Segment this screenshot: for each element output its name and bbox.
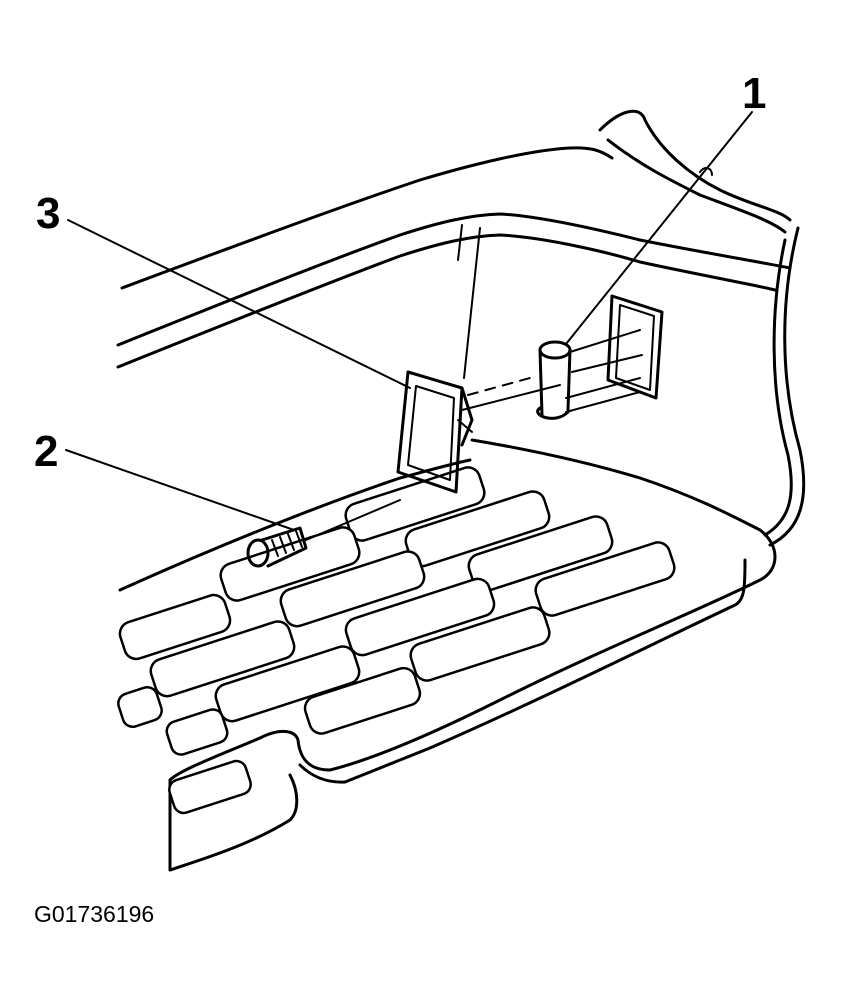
- support-bracket: [461, 294, 664, 420]
- running-board: [118, 438, 777, 872]
- leader-2: [65, 449, 295, 531]
- callout-1: 1: [742, 69, 766, 118]
- figure-id: G01736196: [34, 901, 154, 927]
- leader-1: [565, 111, 753, 345]
- tread-pads: [117, 466, 676, 815]
- bolt: [246, 499, 401, 568]
- leader-lines: [65, 111, 753, 531]
- callout-3: 3: [36, 189, 60, 238]
- callout-2: 2: [34, 427, 58, 476]
- body-panel: [116, 109, 806, 547]
- mounting-clip: [396, 370, 474, 494]
- leader-3: [67, 219, 411, 389]
